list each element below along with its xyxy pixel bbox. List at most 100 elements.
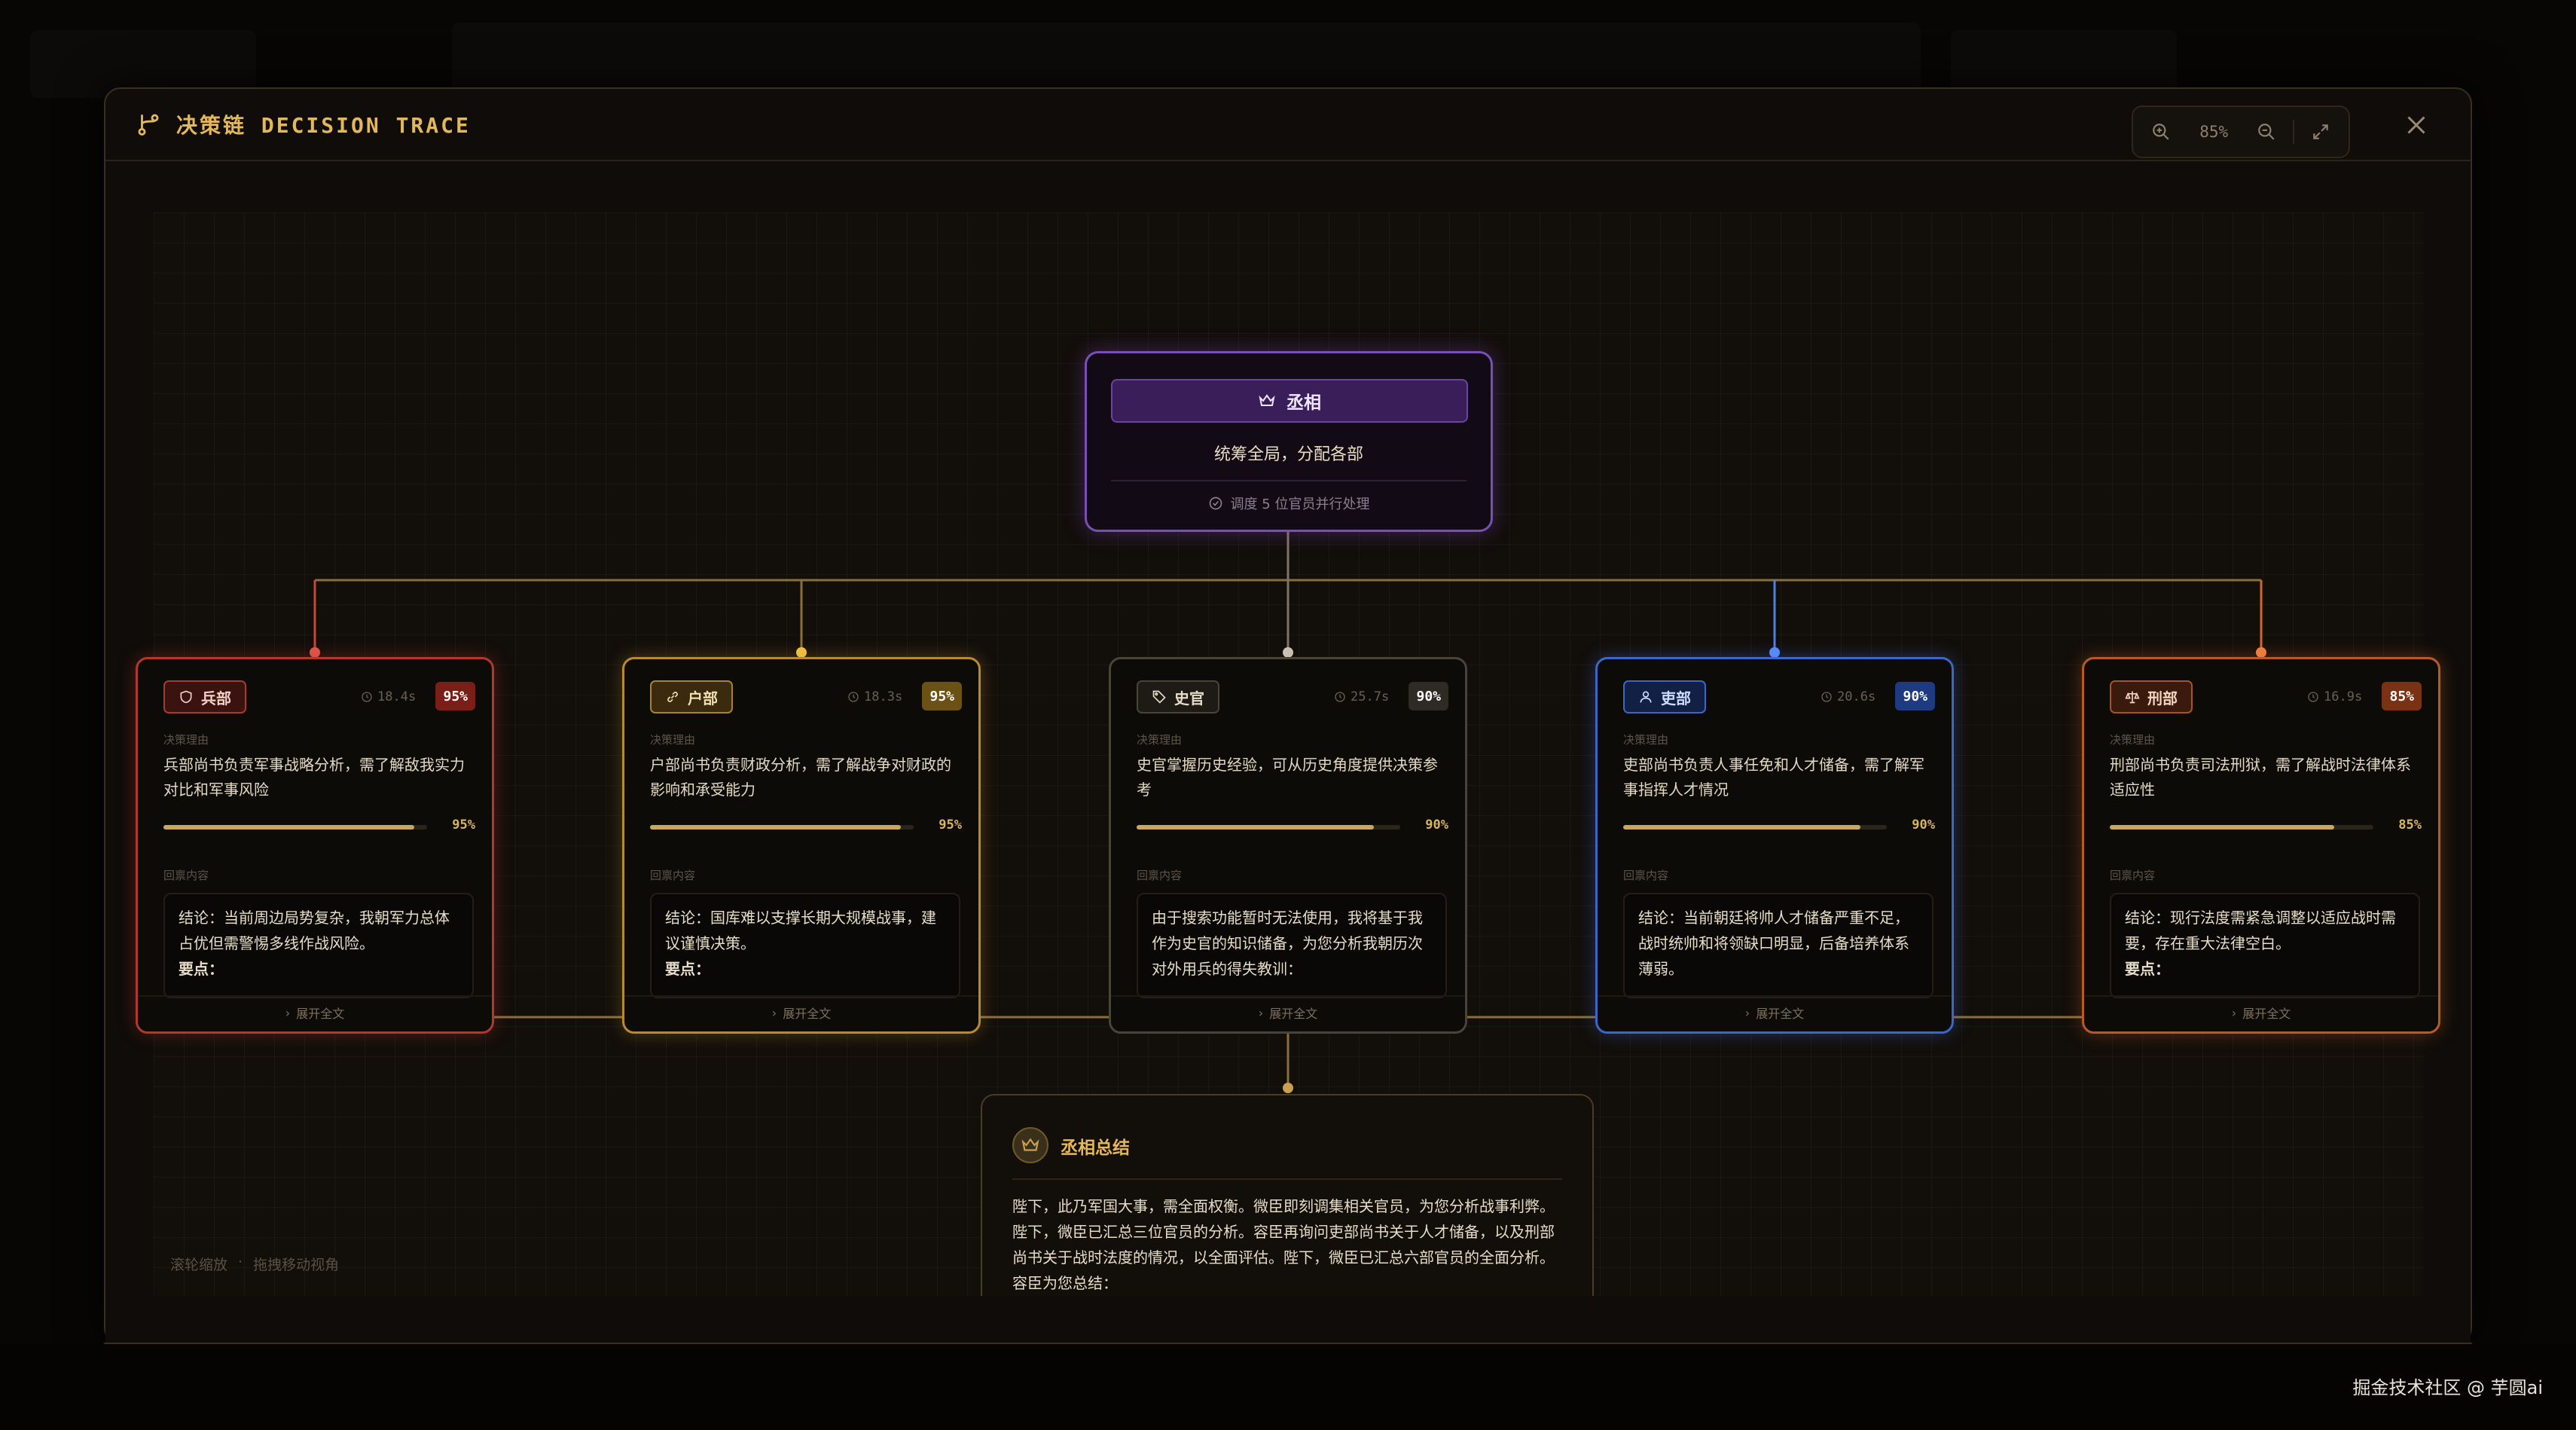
response-content: 结论：国库难以支撑长期大规模战事，建议谨慎决策。 要点： — [650, 893, 960, 998]
clock-icon — [362, 692, 372, 702]
response-label: 回禀内容 — [1137, 869, 1183, 882]
confidence-tag: 85% — [2382, 682, 2422, 710]
root-meta: 调度 5 位官员并行处理 — [1087, 493, 1491, 513]
chevron-right-icon: › — [1744, 1005, 1750, 1020]
elapsed-time: 18.4s — [361, 689, 416, 704]
minister-card-bingbu[interactable]: 兵部 18.4s 95% 决策理由 兵部尚书负责军事战略分析，需了解敌我实力对比… — [136, 657, 494, 1034]
modal-title: 决策链 DECISION TRACE — [176, 113, 471, 138]
confidence-tag: 90% — [1895, 682, 1935, 710]
confidence-tag: 90% — [1409, 682, 1448, 710]
response-label: 回禀内容 — [650, 869, 696, 882]
check-circle-icon — [1209, 497, 1222, 510]
clock-icon — [1821, 692, 1832, 702]
expand-button[interactable]: ›展开全文 — [624, 995, 978, 1022]
link-icon — [667, 692, 678, 702]
summary-title: 丞相总结 — [1061, 1138, 1130, 1158]
fit-view-button[interactable] — [2306, 117, 2336, 147]
close-button[interactable] — [2403, 112, 2430, 139]
confidence-percent: 90% — [1425, 817, 1448, 833]
expand-button[interactable]: ›展开全文 — [2084, 995, 2438, 1022]
zoom-controls: 85% — [2132, 105, 2350, 158]
reason-label: 决策理由 — [2110, 733, 2156, 747]
user-icon — [1640, 691, 1652, 703]
decision-reason: 兵部尚书负责军事战略分析，需了解敌我实力对比和军事风险 — [163, 756, 465, 799]
zoom-level: 85% — [2199, 123, 2229, 141]
minister-name: 刑部 — [2147, 689, 2178, 707]
tag-icon — [1152, 690, 1166, 704]
clock-icon — [1335, 692, 1345, 702]
confidence-tag: 95% — [922, 682, 962, 710]
modal-header: 决策链 DECISION TRACE — [105, 89, 2471, 161]
root-meta-text: 调度 5 位官员并行处理 — [1230, 497, 1370, 512]
response-content: 结论：现行法度需紧急调整以适应战时需要，存在重大法律空白。 要点： — [2110, 893, 2420, 998]
crown-icon — [1259, 394, 1275, 406]
confidence-percent: 95% — [939, 817, 962, 833]
response-label: 回禀内容 — [1623, 869, 1669, 882]
confidence-bar — [1623, 825, 1887, 830]
response-content: 结论：当前朝廷将帅人才储备严重不足，战时统帅和将领缺口明显，后备培养体系薄弱。 — [1623, 893, 1934, 998]
minister-card-libu[interactable]: 吏部 20.6s 90% 决策理由 吏部尚书负责人事任免和人才储备，需了解军事指… — [1595, 657, 1954, 1034]
crown-icon — [1012, 1127, 1048, 1163]
expand-button[interactable]: ›展开全文 — [138, 995, 492, 1022]
response-content: 由于搜索功能暂时无法使用，我将基于我作为史官的知识储备，为您分析我朝历次对外用兵… — [1137, 893, 1447, 998]
reason-label: 决策理由 — [1137, 733, 1183, 747]
confidence-percent: 90% — [1912, 817, 1935, 833]
reason-label: 决策理由 — [163, 733, 209, 747]
minister-card-shiguan[interactable]: 史官 25.7s 90% 决策理由 史官掌握历史经验，可从历史角度提供决策参考 … — [1109, 657, 1467, 1034]
expand-button[interactable]: ›展开全文 — [1598, 995, 1952, 1022]
chevron-right-icon: › — [771, 1005, 777, 1020]
scale-icon — [2125, 691, 2140, 704]
minister-badge: 兵部 — [163, 680, 246, 713]
zoom-out-button[interactable] — [2251, 117, 2281, 147]
zoom-in-button[interactable] — [2146, 117, 2176, 147]
reason-label: 决策理由 — [1623, 733, 1669, 747]
root-title-pill: 丞相 — [1111, 379, 1468, 423]
reason-label: 决策理由 — [650, 733, 696, 747]
shield-icon — [180, 690, 192, 704]
response-label: 回禀内容 — [2110, 869, 2156, 882]
summary-divider — [1012, 1178, 1562, 1180]
minister-badge: 史官 — [1137, 680, 1219, 713]
response-content: 结论：当前周边局势复杂，我朝军力总体占优但需警惕多线作战风险。 要点： — [163, 893, 474, 998]
clock-icon — [2308, 692, 2318, 702]
chevron-right-icon: › — [285, 1005, 291, 1020]
minister-card-xingbu[interactable]: 刑部 16.9s 85% 决策理由 刑部尚书负责司法刑狱，需了解战时法律体系适应… — [2082, 657, 2440, 1034]
root-node-chancellor[interactable]: 丞相 统筹全局，分配各部 调度 5 位官员并行处理 — [1085, 351, 1493, 532]
confidence-bar — [163, 825, 427, 830]
watermark: 掘金技术社区 @ 芋圆ai — [2352, 1377, 2543, 1398]
minister-card-hubu[interactable]: 户部 18.3s 95% 决策理由 户部尚书负责财政分析，需了解战争对财政的影响… — [622, 657, 981, 1034]
root-title: 丞相 — [1286, 393, 1321, 413]
chevron-right-icon: › — [2231, 1005, 2237, 1020]
elapsed-time: 20.6s — [1821, 689, 1876, 704]
decision-reason: 史官掌握历史经验，可从历史角度提供决策参考 — [1137, 756, 1438, 799]
clock-icon — [848, 692, 859, 702]
confidence-bar — [1137, 825, 1400, 830]
minister-name: 史官 — [1174, 689, 1204, 707]
decision-reason: 户部尚书负责财政分析，需了解战争对财政的影响和承受能力 — [650, 756, 951, 799]
elapsed-time: 18.3s — [847, 689, 902, 704]
elapsed-time: 25.7s — [1334, 689, 1389, 704]
decision-reason: 吏部尚书负责人事任免和人才储备，需了解军事指挥人才情况 — [1623, 756, 1924, 799]
minister-name: 吏部 — [1661, 689, 1691, 707]
minister-badge: 户部 — [650, 680, 733, 713]
branch-icon — [138, 114, 159, 136]
chevron-right-icon: › — [1258, 1005, 1264, 1020]
canvas-bottom-mask — [105, 1296, 2471, 1343]
root-divider — [1111, 480, 1467, 481]
confidence-percent: 95% — [452, 817, 475, 833]
confidence-bar — [2110, 825, 2373, 830]
minister-name: 户部 — [688, 689, 718, 707]
modal-bottom-edge — [104, 1343, 2472, 1344]
elapsed-time: 16.9s — [2307, 689, 2362, 704]
minister-badge: 吏部 — [1623, 680, 1706, 713]
confidence-tag: 95% — [435, 682, 475, 710]
summary-body: 陛下，此乃军国大事，需全面权衡。微臣即刻调集相关官员，为您分析战事利弊。陛下，微… — [1012, 1197, 1555, 1292]
root-description: 统筹全局，分配各部 — [1213, 445, 1363, 464]
confidence-bar — [650, 825, 914, 830]
expand-button[interactable]: ›展开全文 — [1111, 995, 1465, 1022]
response-label: 回禀内容 — [163, 869, 209, 882]
decision-reason: 刑部尚书负责司法刑狱，需了解战时法律体系适应性 — [2110, 756, 2411, 799]
minister-badge: 刑部 — [2110, 680, 2193, 713]
confidence-percent: 85% — [2398, 817, 2422, 833]
minister-name: 兵部 — [201, 689, 231, 707]
